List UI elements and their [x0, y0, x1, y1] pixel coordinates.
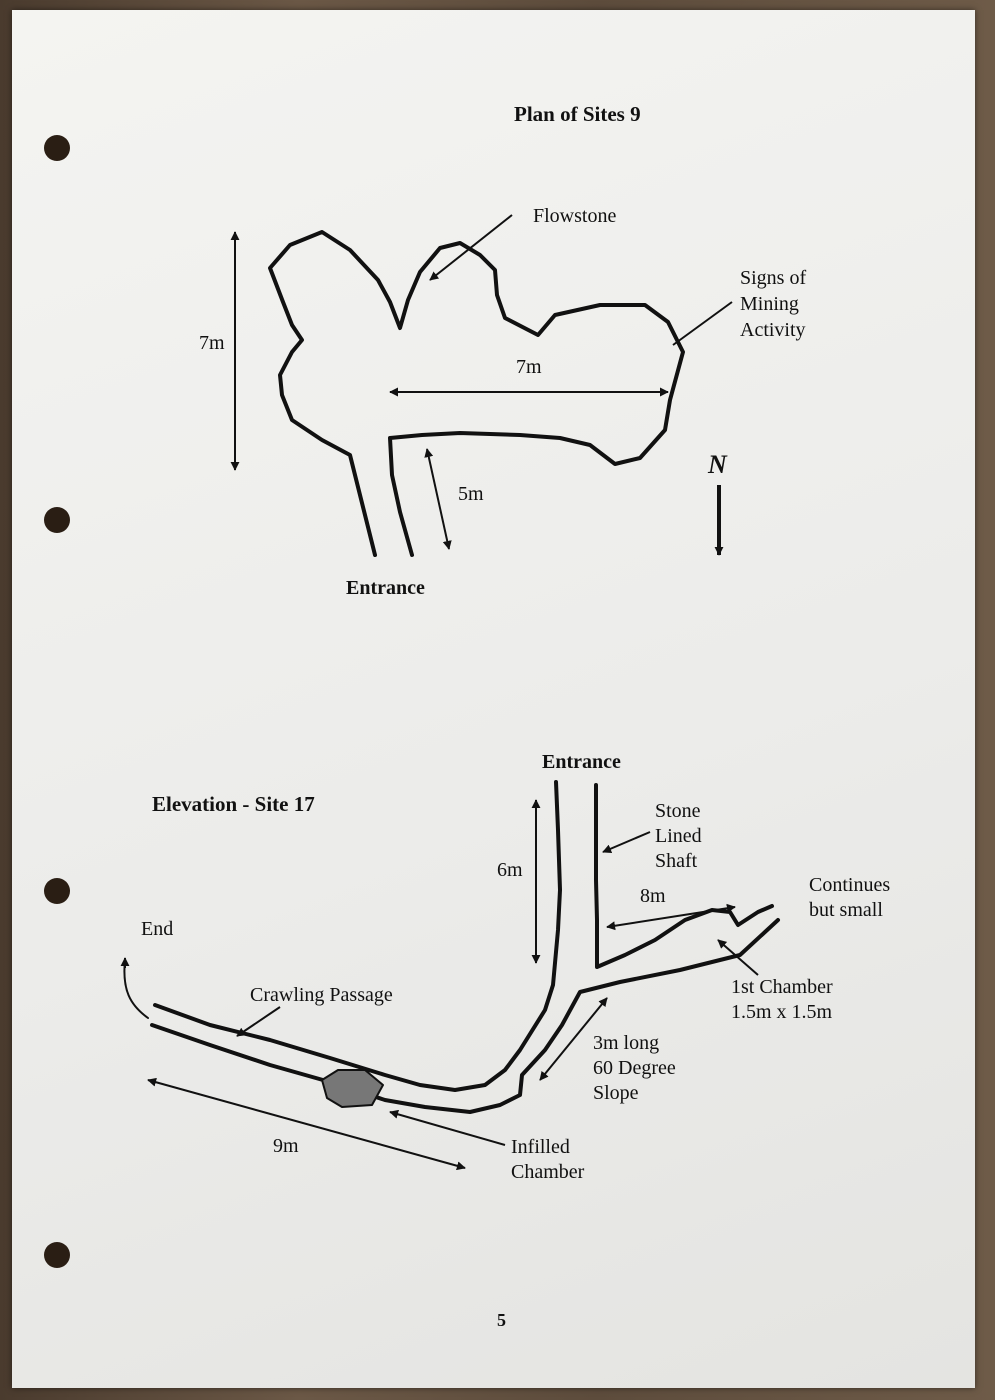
elevation-entrance-label: Entrance — [542, 751, 621, 773]
punch-hole-3 — [44, 878, 70, 904]
shaft-label-line-3: Shaft — [655, 850, 698, 872]
infilled-label-line-2: Chamber — [511, 1161, 585, 1183]
plan-dim-vertical-label: 7m — [199, 332, 225, 354]
elevation-dim-passage-line — [147, 1077, 466, 1171]
shaft-label-line-2: Lined — [655, 825, 702, 847]
crawling-label: Crawling Passage — [250, 984, 393, 1006]
plan-dim-horizontal-label: 7m — [516, 356, 542, 378]
north-label: N — [708, 450, 727, 479]
infilled-label-line-1: Infilled — [511, 1136, 570, 1158]
elevation-lower-wall — [150, 918, 780, 1114]
mining-label-line-2: Mining — [740, 293, 799, 315]
crawling-pointer — [236, 1006, 281, 1037]
elevation-annotations — [120, 799, 759, 1171]
infilled-pointer — [389, 1109, 506, 1146]
infilled-chamber-shape — [321, 1069, 384, 1108]
mining-pointer — [672, 301, 733, 346]
end-pointer — [123, 959, 149, 1019]
elevation-dim-chamber-line — [606, 903, 736, 931]
flowstone-label: Flowstone — [533, 205, 617, 227]
elevation-upper-wall — [153, 780, 562, 1092]
slope-label-line-3: Slope — [593, 1082, 639, 1104]
elevation-dim-shaft-label: 6m — [497, 859, 523, 881]
chamber-pointer — [717, 939, 759, 976]
plan-dim-passage-line — [424, 448, 452, 550]
punch-hole-4 — [44, 1242, 70, 1268]
punch-hole-1 — [44, 135, 70, 161]
chamber-label-line-2: 1.5m x 1.5m — [731, 1001, 833, 1023]
chamber-label-line-1: 1st Chamber — [731, 976, 833, 998]
plan-drawing — [230, 214, 733, 557]
plan-title: Plan of Sites 9 — [514, 102, 641, 126]
slope-label-line-2: 60 Degree — [593, 1057, 676, 1079]
flowstone-pointer — [429, 214, 513, 281]
end-label: End — [141, 918, 174, 940]
continues-label-line-2: but small — [809, 899, 883, 921]
mining-label-line-1: Signs of — [740, 267, 807, 289]
shaft-pointer — [602, 831, 651, 853]
elevation-shaft-right-wall — [594, 783, 774, 969]
page-number: 5 — [497, 1310, 506, 1330]
plan-dim-passage-label: 5m — [458, 483, 484, 505]
elevation-dim-slope-line — [539, 997, 608, 1081]
elevation-dim-chamber-label: 8m — [640, 885, 666, 907]
plan-cave-outline — [268, 230, 685, 557]
plan-entrance-label: Entrance — [346, 577, 425, 599]
elevation-dim-passage-label: 9m — [273, 1135, 299, 1157]
shaft-label-line-1: Stone — [655, 800, 701, 822]
punch-hole-2 — [44, 507, 70, 533]
slope-label-line-1: 3m long — [593, 1032, 660, 1054]
elevation-title: Elevation - Site 17 — [152, 792, 315, 816]
mining-label-line-3: Activity — [740, 319, 806, 341]
continues-label-line-1: Continues — [809, 874, 891, 896]
